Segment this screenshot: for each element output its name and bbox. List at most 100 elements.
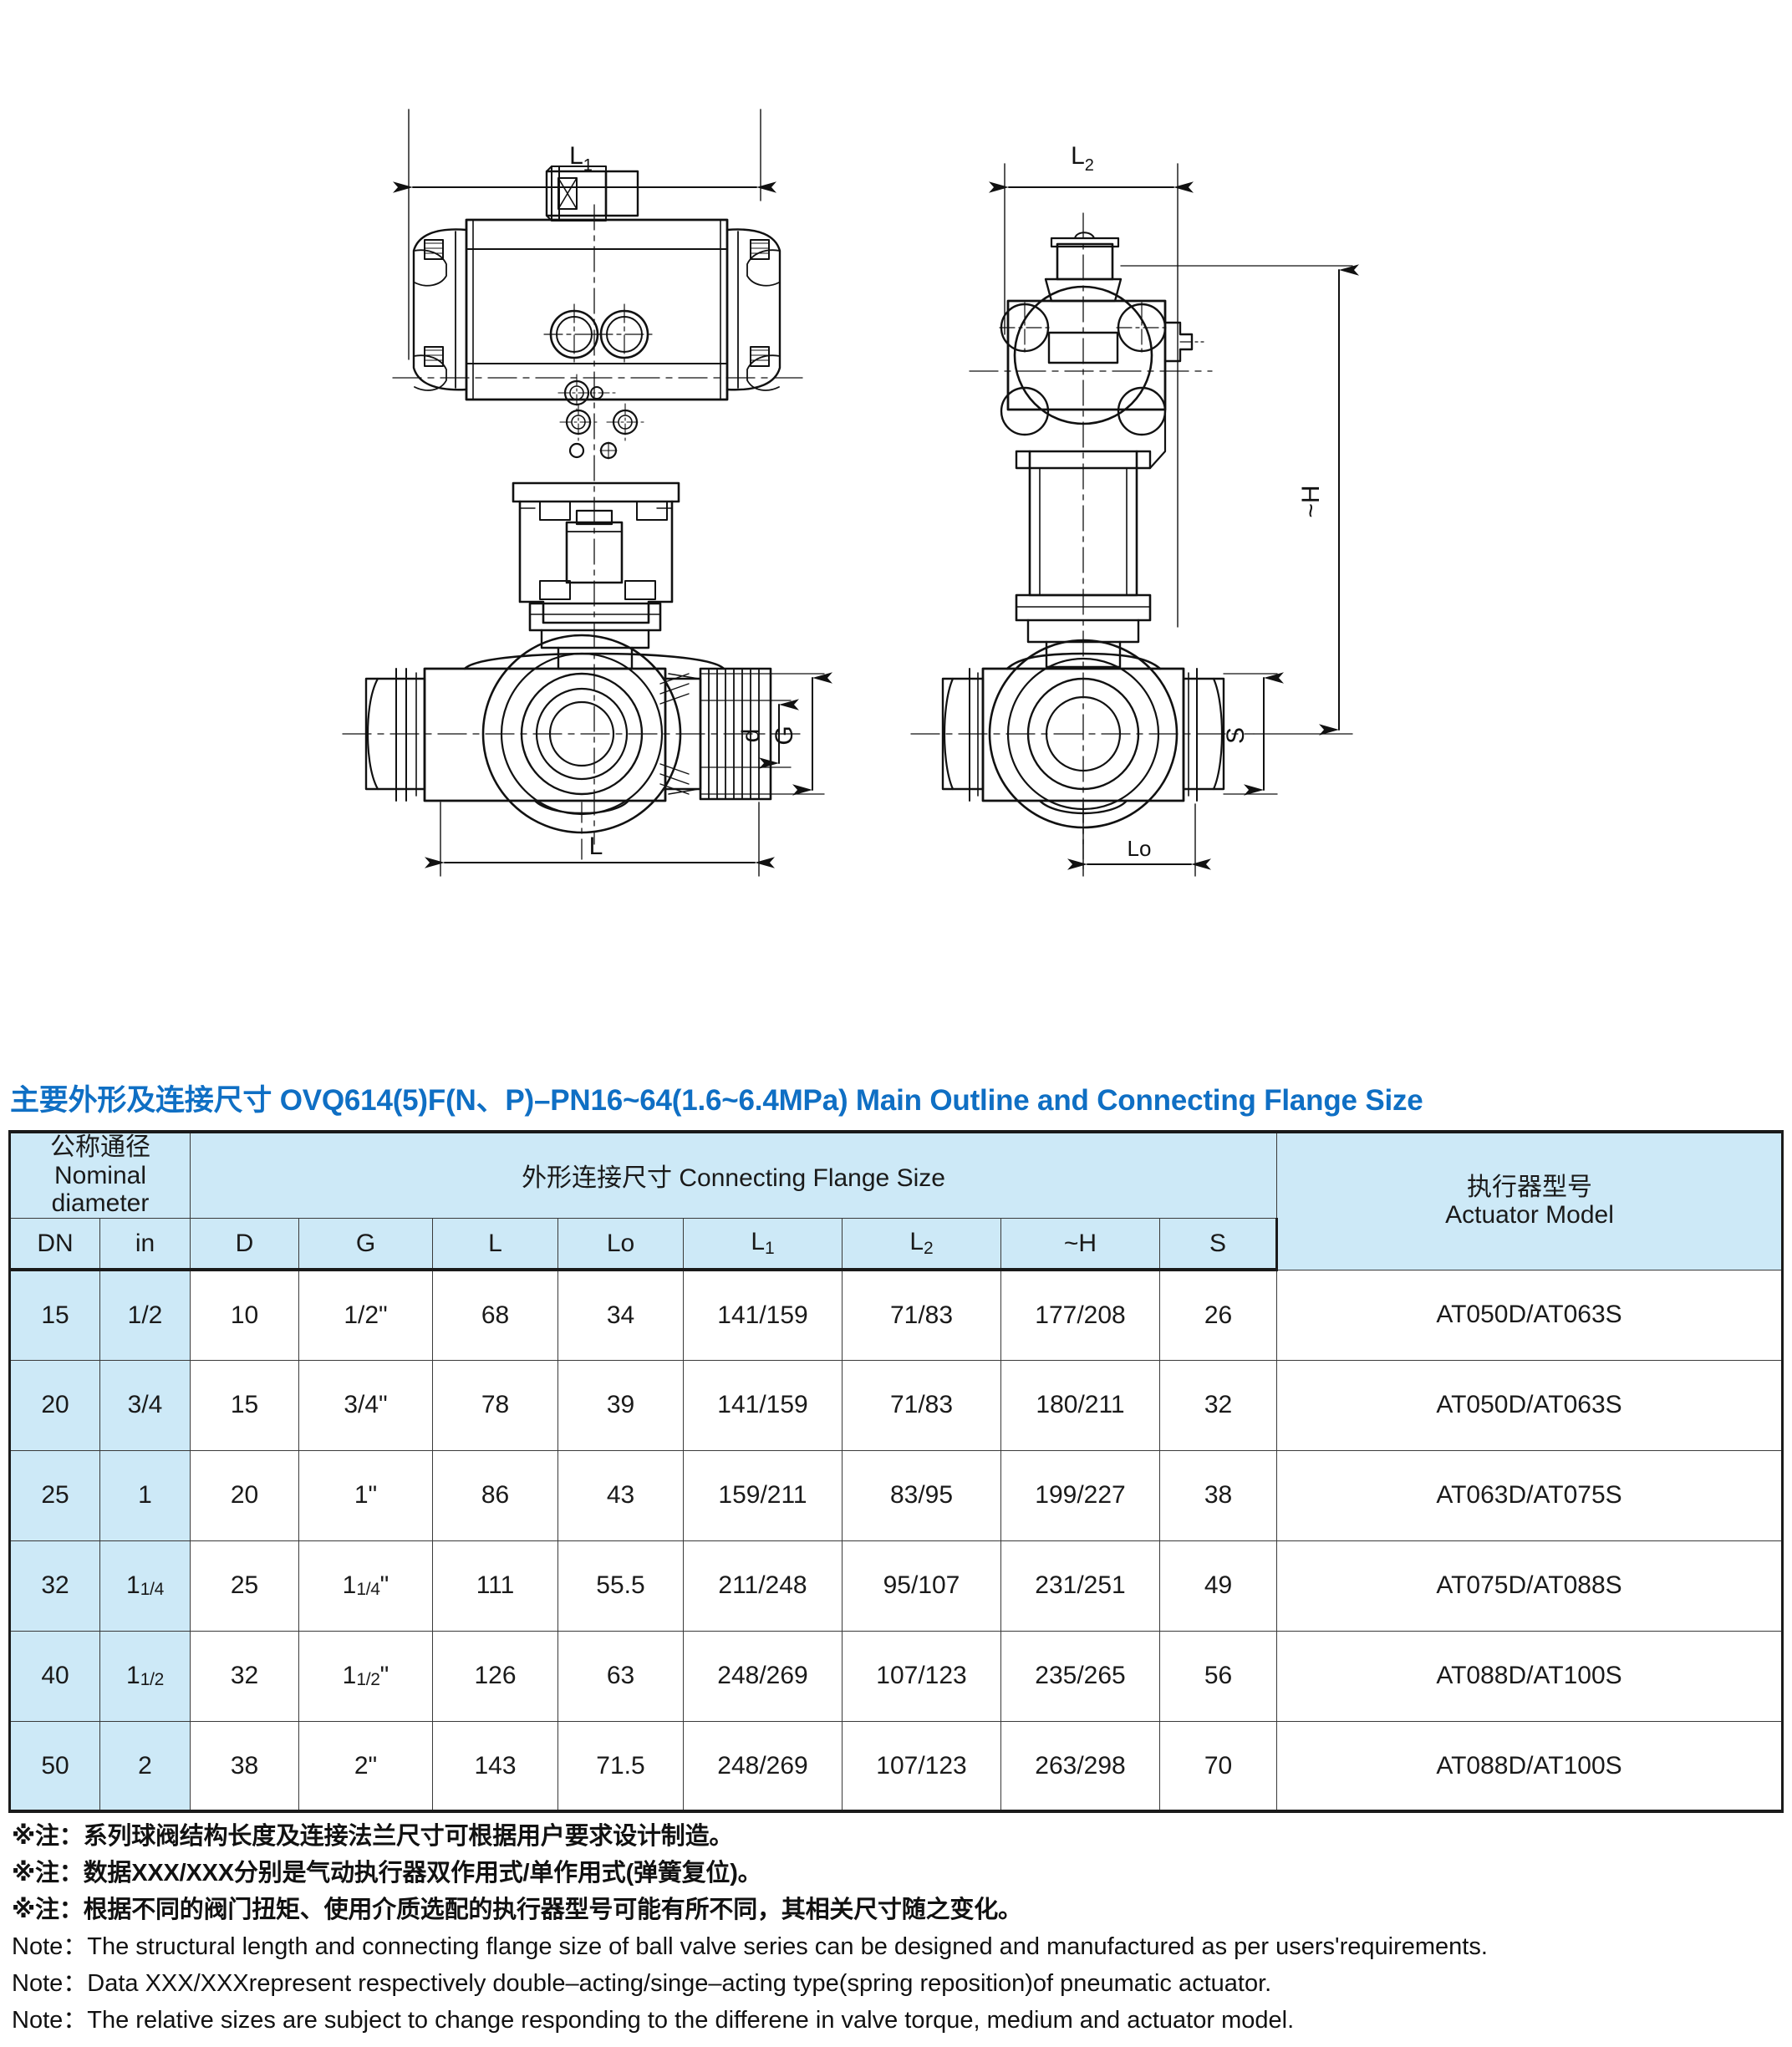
dimension-L [425,802,775,877]
header-actuator-model-en: Actuator Model [1445,1201,1614,1230]
h-value: 199/227 [1000,1449,1160,1541]
col-header-h: ~H [1000,1217,1160,1272]
actuator-value: AT050D/AT063S [1276,1269,1784,1361]
l1-value: 248/269 [683,1720,843,1814]
l-value: 126 [432,1630,558,1722]
d-value: 20 [190,1449,299,1541]
front-view [342,109,832,877]
l-value: 78 [432,1359,558,1451]
l2-value: 71/83 [842,1359,1001,1451]
col-header-dn: DN [8,1217,100,1272]
lo-value: 71.5 [557,1720,684,1814]
s-value: 70 [1159,1720,1277,1814]
col-header-lo: Lo [557,1217,684,1272]
notes-block: ※注：系列球阀结构长度及连接法兰尺寸可根据用户要求设计制造。 ※注：数据XXX/… [12,1818,1767,2039]
l2-value: 107/123 [842,1720,1001,1814]
lo-value: 34 [557,1269,684,1361]
header-connecting-flange-size: 外形连接尺寸 Connecting Flange Size [190,1129,1277,1219]
header-actuator-model: 执行器型号 Actuator Model [1276,1129,1784,1270]
dimension-label-L: L [589,833,603,860]
actuator-value: AT075D/AT088S [1276,1540,1784,1632]
col-header-l2-sub: 2 [924,1239,934,1259]
l1-value: 141/159 [683,1269,843,1361]
d-value: 10 [190,1269,299,1361]
dimension-H [1120,264,1359,736]
dn-value: 40 [8,1630,100,1722]
actuator-value: AT088D/AT100S [1276,1630,1784,1722]
actuator-head [999,278,1204,470]
actuator-value: AT063D/AT075S [1276,1449,1784,1541]
l1-value: 141/159 [683,1359,843,1451]
h-value: 235/265 [1000,1630,1160,1722]
actuator-end-cap-right [725,228,781,391]
in-value: 3/4 [99,1359,191,1451]
s-value: 56 [1159,1630,1277,1722]
h-value: 177/208 [1000,1269,1160,1361]
dimension-label-H: ~H [1297,485,1325,517]
l-value: 68 [432,1269,558,1361]
l2-value: 95/107 [842,1540,1001,1632]
header-nominal-diameter: 公称通径 Nominal diameter [8,1129,191,1219]
in-value: 1/2 [99,1269,191,1361]
l1-value: 159/211 [683,1449,843,1541]
technical-drawing-area: L1 L2 L Lo d G S ~H [342,109,1359,877]
actuator-value: AT050D/AT063S [1276,1359,1784,1451]
dn-value: 32 [8,1540,100,1632]
note-en-1: Note：The structural length and connectin… [12,1933,1488,1960]
dimension-label-L1: L1 [569,142,593,175]
in-value: 1 [99,1449,191,1541]
section-title: 主要外形及连接尺寸 OVQ614(5)F(N、P)–PN16~64(1.6~6.… [10,1084,1423,1117]
stem-coupler [565,509,624,584]
dimension-Lo [1067,803,1211,877]
dimension-label-d: d [737,729,765,743]
d-value: 25 [190,1540,299,1632]
s-value: 32 [1159,1359,1277,1451]
header-nominal-diameter-cn: 公称通径 [50,1133,150,1161]
side-view [910,163,1359,877]
indicator-cap [1050,232,1120,281]
header-actuator-model-cn: 执行器型号 [1467,1173,1592,1201]
lo-value: 55.5 [557,1540,684,1632]
note-cn-3: ※注：根据不同的阀门扭矩、使用介质选配的执行器型号可能有所不同，其相关尺寸随之变… [12,1897,1022,1923]
actuator-value: AT088D/AT100S [1276,1720,1784,1814]
col-header-d: D [190,1217,299,1272]
l-value: 111 [432,1540,558,1632]
note-en-3: Note：The relative sizes are subject to c… [12,2007,1295,2034]
dimension-L2 [989,163,1194,628]
h-value: 263/298 [1000,1720,1160,1814]
header-nominal-diameter-en: Nominal diameter [51,1161,150,1218]
col-header-g: G [298,1217,433,1272]
note-en-2: Note：Data XXX/XXXrepresent respectively … [12,1970,1272,1997]
lo-value: 63 [557,1630,684,1722]
col-header-l: L [432,1217,558,1272]
dn-value: 50 [8,1720,100,1814]
in-value: 11/2 [99,1630,191,1722]
in-value: 2 [99,1720,191,1814]
col-header-l1: L1 [683,1217,843,1272]
col-header-l2: L2 [842,1217,1001,1272]
l2-value: 71/83 [842,1269,1001,1361]
s-value: 49 [1159,1540,1277,1632]
l2-value: 83/95 [842,1449,1001,1541]
note-cn-2: ※注：数据XXX/XXX分别是气动执行器双作用式/单作用式(弹簧复位)。 [12,1860,762,1887]
dn-value: 25 [8,1449,100,1541]
dimension-label-Lo: Lo [1128,836,1152,861]
mounting-bracket [518,500,674,624]
g-value: 11/4" [298,1540,433,1632]
dn-value: 15 [8,1269,100,1361]
g-value: 1" [298,1449,433,1541]
g-value: 3/4" [298,1359,433,1451]
h-value: 231/251 [1000,1540,1160,1632]
col-header-s: S [1159,1217,1278,1272]
l2-value: 107/123 [842,1630,1001,1722]
g-value: 1/2" [298,1269,433,1361]
s-value: 26 [1159,1269,1277,1361]
g-value: 2" [298,1720,433,1814]
spec-table-container: 公称通径 Nominal diameter 外形连接尺寸 Connecting … [8,1129,1784,1814]
